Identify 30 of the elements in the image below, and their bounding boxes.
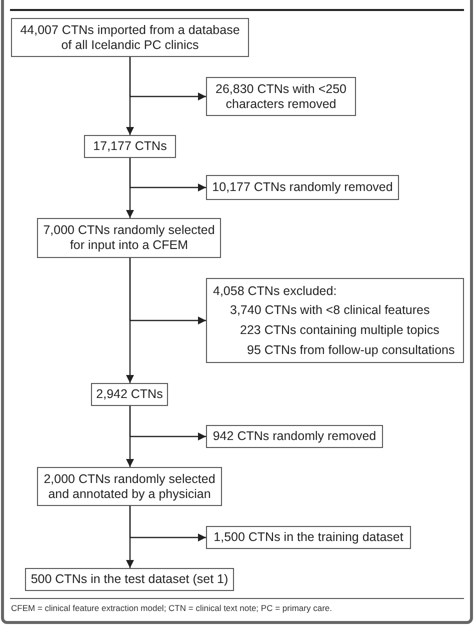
arrow <box>129 506 206 542</box>
arrow <box>129 57 206 100</box>
process-box <box>25 568 234 591</box>
box-text: 95 CTNs from follow-up consultations <box>247 342 455 358</box>
box-text: 26,830 CTNs with <250 characters removed <box>214 82 348 112</box>
box-text: 17,177 CTNs <box>93 139 167 154</box>
box-text: 500 CTNs in the test dataset (set 1) <box>30 572 228 587</box>
box-text: 4,058 CTNs excluded: <box>213 284 337 298</box>
process-box <box>11 18 249 57</box>
arrow <box>129 158 206 192</box>
process-box <box>37 467 222 506</box>
process-box <box>206 425 383 448</box>
arrow <box>129 258 206 324</box>
process-box <box>206 278 464 363</box>
process-box <box>84 135 176 158</box>
process-box <box>206 77 356 116</box>
process-box <box>91 383 168 406</box>
process-box <box>206 175 399 200</box>
box-text: 2,000 CTNs randomly selected and annotated by a physician <box>42 472 216 502</box>
box-text: 44,007 CTNs imported from a database of all Icelandic PC clinics <box>19 22 241 52</box>
box-text: 2,942 CTNs <box>96 387 163 402</box>
process-box <box>206 526 411 549</box>
box-text: 942 CTNs randomly removed <box>212 429 376 444</box>
box-text: 10,177 CTNs randomly removed <box>212 180 393 195</box>
box-text: 1,500 CTNs in the training dataset <box>214 530 404 545</box>
box-text: 3,740 CTNs with <8 clinical features <box>230 302 430 318</box>
arrow <box>129 406 206 440</box>
box-text: 7,000 CTNs randomly selected for input into a CFEM <box>42 223 216 253</box>
footnote: CFEM = clinical feature extraction model; CTN = clinical text note; PC = primary care. <box>11 603 332 614</box>
box-text: 223 CTNs containing multiple topics <box>240 322 440 338</box>
